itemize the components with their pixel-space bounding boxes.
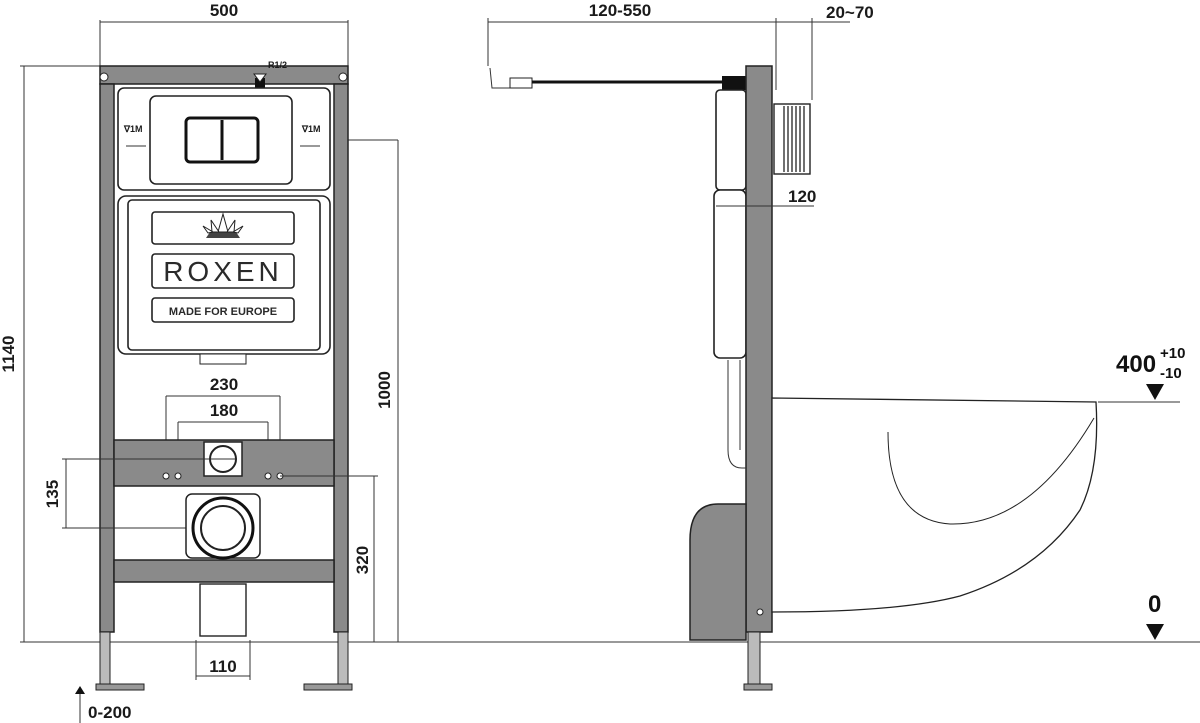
bowl-height-tol-plus: +10 (1160, 345, 1185, 362)
frame-top-bar (99, 65, 349, 85)
brand-tagline: MADE FOR EUROPE (169, 306, 277, 318)
dim-bowl-height: 400 +10 -10 (1098, 345, 1185, 403)
dim-320: 320 (280, 475, 378, 642)
frame-depth-label: 120 (788, 187, 816, 206)
dim-height-1140: 1140 (0, 65, 1200, 643)
dim-floor-level: 0 (1146, 591, 1164, 640)
bowl-height-label: 400 (1116, 351, 1156, 378)
drain-width-label: 110 (209, 657, 236, 676)
floor-level-label: 0 (1148, 591, 1161, 618)
actuator-range-label: 120-550 (589, 1, 651, 20)
lotus-crown-icon (202, 212, 244, 238)
wall-hung-toilet-bowl (771, 397, 1098, 613)
flush-height-label: 1000 (375, 371, 394, 409)
dim-actuator-range: 120-550 (487, 1, 776, 66)
dim-frame-depth: 120 (716, 187, 816, 207)
wall-depth-label: 20~70 (826, 3, 874, 22)
frame-side-post (745, 65, 773, 633)
leg-adjust-label: 0-200 (88, 703, 131, 722)
inlet-height-label: 135 (43, 480, 62, 508)
flush-plate-side (773, 103, 811, 175)
spacing-180-label: 180 (210, 401, 238, 420)
cistern-side-upper (715, 89, 747, 191)
dim-leg-adjust: 0-200 (75, 686, 131, 723)
level-mark-right: ∇1M (301, 124, 321, 134)
drain-elbow (689, 503, 747, 641)
frame-left-post (99, 83, 115, 633)
frame-right-post (333, 83, 349, 633)
dim-135: 135 (43, 458, 210, 529)
level-mark-left: ∇1M (123, 124, 143, 134)
width-label: 500 (210, 1, 238, 20)
height-label: 1140 (0, 336, 18, 373)
water-inlet: R1/2 (253, 60, 287, 90)
dim-height-1000: 1000 (345, 139, 399, 642)
cistern-side-lower (713, 189, 747, 359)
outlet-height-label: 320 (353, 546, 372, 574)
spacing-230-label: 230 (210, 375, 238, 394)
dim-wall-depth: 20~70 (775, 3, 874, 100)
brand-name: ROXEN (163, 256, 283, 287)
frame-bottom-bar (113, 559, 335, 583)
inlet-label: R1/2 (268, 60, 287, 70)
side-view: 120-550 20~70 (487, 1, 1185, 691)
dim-width-500: 500 (99, 1, 349, 68)
dim-pipe-spacing: 230 180 (165, 375, 281, 476)
bowl-height-tol-minus: -10 (1160, 365, 1182, 382)
